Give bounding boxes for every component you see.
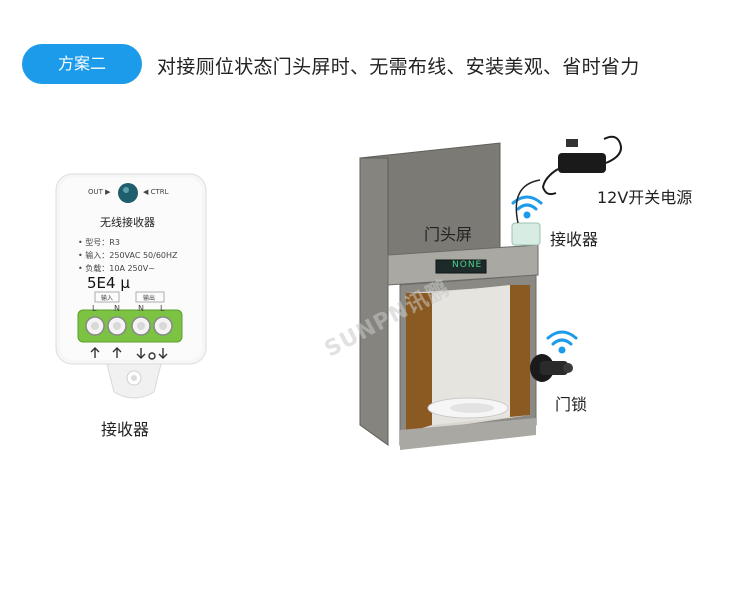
spec-input: • 输入：250VAC 50/60HZ [78, 251, 178, 260]
ctrl-label: ◀ CTRL [143, 188, 169, 196]
terminal-n2: N [138, 304, 144, 313]
group-output-label: 输出 [143, 295, 156, 302]
screen-label: 门头屏 [424, 225, 473, 244]
terminal-l1: L [92, 304, 97, 313]
spec-load: • 负载：10A 250V~ [78, 264, 155, 273]
scheme-badge: 方案二 [22, 44, 142, 84]
cubicle-scene: 门头屏 NONE [340, 125, 640, 465]
headline: 对接厕位状态门头屏时、无需布线、安装美观、省时省力 [157, 56, 640, 78]
receiver-body-graphic [55, 173, 207, 399]
terminal-n1: N [114, 304, 120, 313]
scene-receiver-label: 接收器 [550, 230, 599, 249]
receiver-caption: 接收器 [101, 420, 150, 439]
wifi-icon-receiver [511, 195, 543, 219]
receiver-device: OUT ▶ ◀ CTRL 无线接收器 • 型号：R3 • 输入：250VAC 5… [54, 170, 214, 405]
device-title: 无线接收器 [100, 216, 155, 229]
screen-display-text: NONE [452, 260, 483, 270]
adapter-label: 12V开关电源 [597, 188, 693, 207]
device-marking: 5E4 μ [87, 274, 130, 292]
door-lock-icon [530, 354, 573, 382]
spec-model: • 型号：R3 [78, 238, 120, 247]
cubicle-graphic [359, 135, 622, 450]
terminal-l2: L [160, 304, 165, 313]
lock-label: 门锁 [555, 395, 588, 414]
power-adapter-icon [541, 135, 622, 196]
group-input-label: 输入 [101, 295, 114, 302]
wifi-icon-lock [546, 330, 578, 354]
out-label: OUT ▶ [88, 188, 111, 196]
header: 方案二 对接厕位状态门头屏时、无需布线、安装美观、省时省力 [0, 0, 750, 110]
